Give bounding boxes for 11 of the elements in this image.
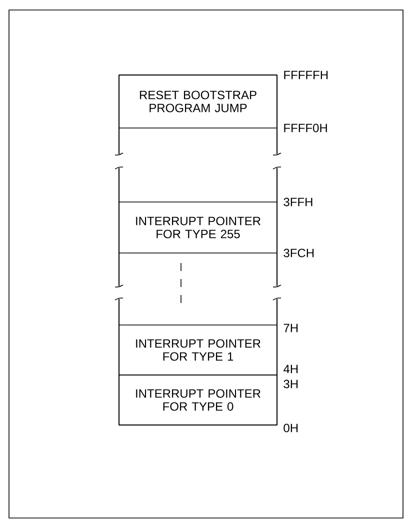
address-label: FFFFFH <box>284 70 328 80</box>
address-label: 3FCH <box>284 248 314 258</box>
memory-region: INTERRUPT POINTER FOR TYPE 1 <box>118 324 278 376</box>
memory-region: RESET BOOTSTRAP PROGRAM JUMP <box>118 74 278 128</box>
memory-region: INTERRUPT POINTER FOR TYPE 0 <box>118 374 278 426</box>
address-label: 3FFH <box>284 198 312 206</box>
memory-region: INTERRUPT POINTER FOR TYPE 255 <box>118 202 278 254</box>
address-label: FFFF0H <box>284 124 327 132</box>
address-label: 3H <box>284 380 298 388</box>
address-label: 0H <box>284 424 298 432</box>
address-label: 4H <box>283 364 298 374</box>
